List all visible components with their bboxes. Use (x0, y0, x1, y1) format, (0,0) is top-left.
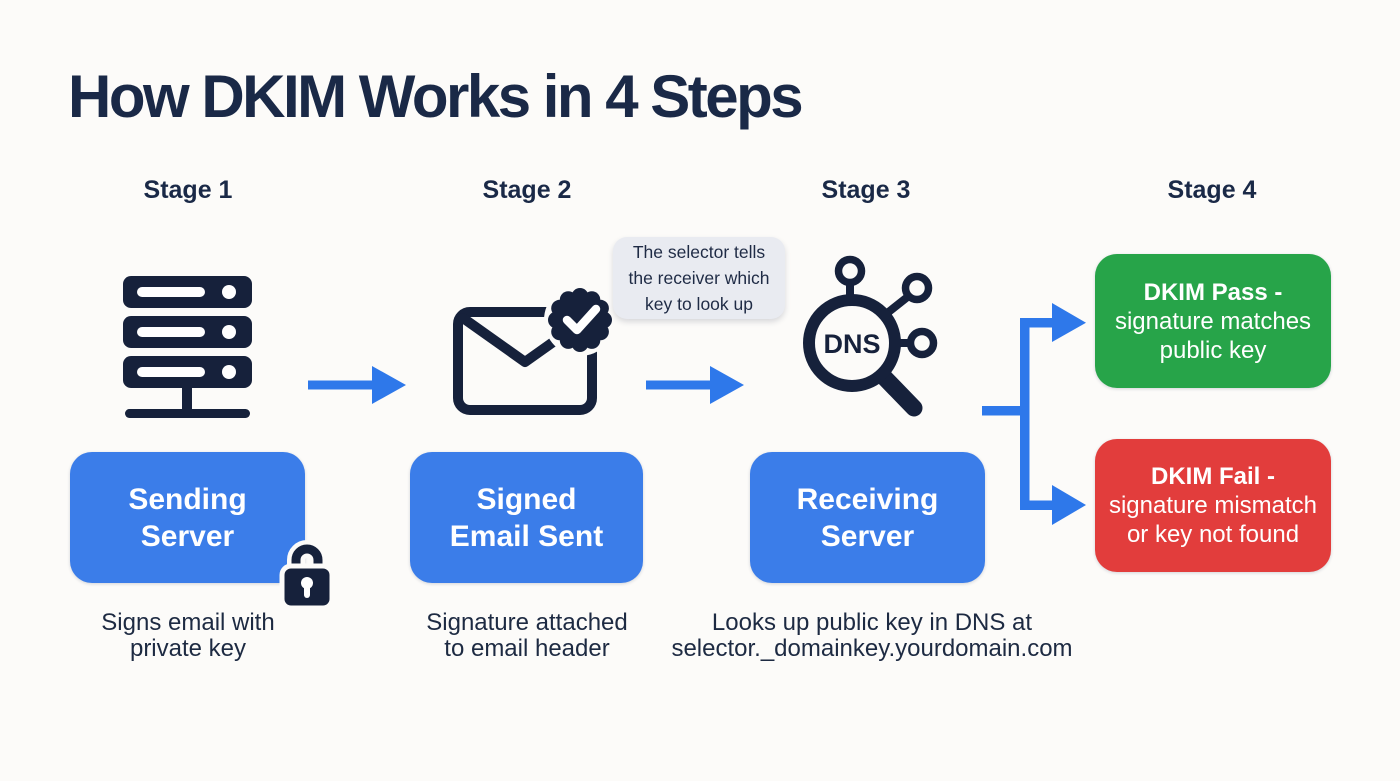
stage-2-label: Stage 2 (482, 176, 572, 204)
dkim-pass-box: DKIM Pass - signature matches public key (1095, 254, 1331, 388)
caption-line: Signature attached (426, 609, 628, 636)
right-arrow-icon (646, 366, 744, 404)
fail-title: DKIM Fail - (1151, 463, 1275, 490)
stage-1-caption: Signs email with private key (63, 610, 313, 662)
fail-line: or key not found (1126, 521, 1300, 548)
branch-arrow-icon (982, 303, 1086, 525)
stage-2-caption: Signature attached to email header (402, 610, 652, 662)
caption-line: to email header (444, 635, 610, 662)
dns-lookup-icon: DNS (803, 255, 938, 417)
box-line: Server (140, 519, 235, 553)
caption-line: Looks up public key in DNS at (711, 609, 1033, 636)
sending-server-box: Sending Server (70, 452, 305, 583)
caption-line: Signs email with (101, 609, 275, 636)
stage-3-caption: Looks up public key in DNS at selector._… (642, 610, 1102, 662)
signed-email-icon (453, 284, 616, 415)
box-line: Server (820, 519, 915, 553)
right-arrow-icon (308, 366, 406, 404)
pass-title: DKIM Pass - (1143, 278, 1283, 306)
pass-line: signature matches (1114, 307, 1312, 335)
box-line: Email Sent (449, 519, 604, 553)
caption-line: selector._domainkey.yourdomain.com (671, 635, 1073, 662)
tooltip-line: The selector tells (632, 242, 766, 262)
dns-icon-label: DNS (823, 329, 880, 359)
page-title: How DKIM Works in 4 Steps (68, 63, 804, 130)
signed-email-sent-box: Signed Email Sent (410, 452, 643, 583)
fail-line: signature mismatch (1108, 492, 1318, 519)
lock-icon (279, 540, 335, 611)
server-icon (123, 276, 252, 418)
stage-1-label: Stage 1 (143, 176, 233, 204)
box-line: Signed (476, 482, 577, 516)
tooltip-line: key to look up (645, 294, 753, 314)
stage-4-label: Stage 4 (1167, 176, 1257, 204)
check-badge-icon (544, 284, 616, 356)
tooltip-line: the receiver which (628, 268, 770, 288)
receiving-server-box: Receiving Server (750, 452, 985, 583)
box-line: Receiving (796, 482, 939, 516)
dkim-fail-box: DKIM Fail - signature mismatch or key no… (1095, 439, 1331, 572)
pass-line: public key (1159, 336, 1267, 364)
selector-tooltip: The selector tells the receiver which ke… (613, 237, 785, 319)
stage-3-label: Stage 3 (821, 176, 911, 204)
caption-line: private key (129, 635, 247, 662)
box-line: Sending (128, 482, 247, 516)
